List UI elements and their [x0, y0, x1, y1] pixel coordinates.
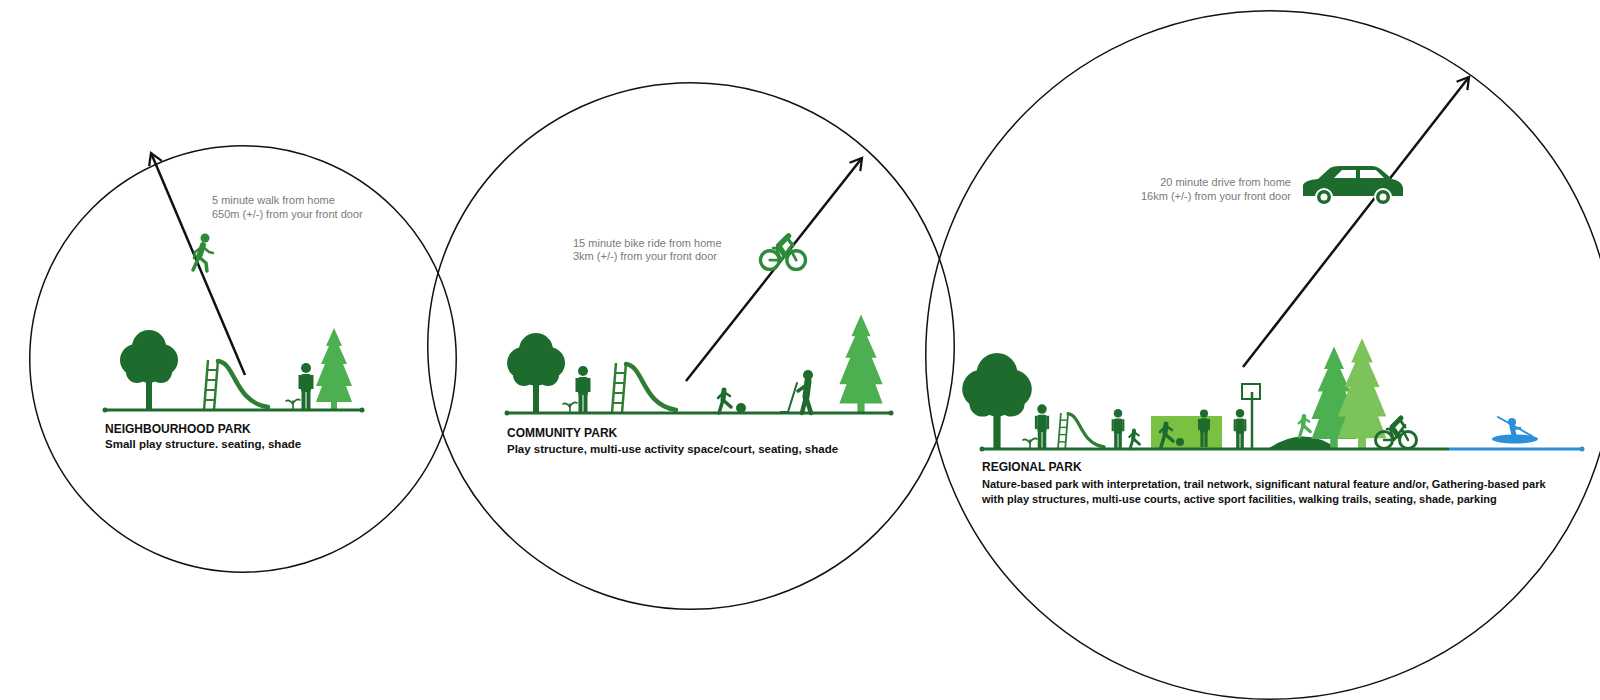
kayaker-figure — [1492, 435, 1538, 444]
travel-time-note: 20 minute drive from home — [1011, 175, 1291, 189]
radius-arrow — [1243, 77, 1469, 367]
kayaker-figure — [1498, 417, 1532, 436]
ground-end — [360, 408, 365, 413]
walker-icon — [199, 245, 203, 257]
hoop-post — [1251, 392, 1254, 449]
play-slide — [612, 363, 676, 413]
travel-distance-note: 3km (+/-) from your front door — [573, 249, 717, 263]
park-radius-circle: 20 minute drive from home16km (+/-) from… — [925, 10, 1600, 700]
pine-tree — [1312, 347, 1357, 450]
ball — [1176, 438, 1184, 446]
cyclist-icon — [760, 224, 805, 269]
child-kicking — [718, 381, 731, 413]
pine-tree — [1338, 338, 1387, 449]
runner-figure — [1299, 408, 1311, 437]
water-end — [1580, 447, 1585, 452]
kayaker-figure — [1513, 428, 1520, 429]
hoop-backboard — [1242, 384, 1260, 399]
water-line — [1449, 448, 1582, 451]
amenity-description: Nature-based park with interpretation, t… — [982, 477, 1567, 507]
pine-tree — [316, 328, 352, 410]
circle-outline — [925, 10, 1600, 700]
pine-tree — [839, 315, 882, 413]
travel-time-note: 5 minute walk from home — [212, 193, 335, 207]
radius-arrow — [686, 158, 862, 381]
park-radius-circle: 5 minute walk from home650m (+/-) from y… — [29, 145, 457, 573]
walker-icon — [193, 234, 213, 272]
plant-sprout — [286, 399, 300, 410]
car-icon — [1321, 194, 1328, 201]
travel-distance-note: 650m (+/-) from your front door — [212, 207, 363, 221]
court-player — [1198, 409, 1210, 447]
amenity-description: Small play structure. seating, shade — [105, 437, 301, 451]
basketball-player — [1234, 409, 1247, 449]
circle-outline-shape — [30, 146, 457, 573]
child-figure — [1129, 423, 1139, 449]
person-figure — [1035, 404, 1049, 449]
travel-distance-note: 16km (+/-) from your front door — [1011, 189, 1291, 203]
play-slide — [1058, 413, 1104, 449]
play-slide — [204, 360, 268, 410]
car-icon — [1316, 189, 1332, 205]
circle-outline — [427, 82, 955, 610]
circle-outline-shape — [428, 83, 955, 610]
park-radius-circle: 15 minute bike ride from home3km (+/-) f… — [427, 82, 955, 610]
car-icon — [1380, 194, 1387, 201]
cyclist-icon — [760, 224, 805, 269]
kayaker-figure — [1492, 417, 1538, 444]
travel-time-note: 15 minute bike ride from home — [573, 236, 722, 250]
walker-icon — [201, 234, 210, 243]
ground-end — [103, 408, 108, 413]
person-figure — [299, 363, 314, 410]
walker-icon — [193, 257, 207, 271]
radius-arrow — [151, 77, 1469, 381]
hockey-player — [781, 370, 813, 413]
park-type-heading: NEIGHBOURHOOD PARK — [105, 422, 251, 436]
kayaker-figure — [1508, 418, 1516, 426]
ground-line — [507, 412, 891, 415]
ground-end — [889, 411, 894, 416]
ground-end — [980, 447, 985, 452]
ground-line — [982, 448, 1449, 451]
park-type-heading: COMMUNITY PARK — [507, 426, 617, 440]
ball — [736, 403, 746, 413]
car-icon — [1334, 170, 1356, 178]
car-icon — [1303, 166, 1403, 196]
deciduous-tree — [962, 353, 1032, 449]
car-icon — [1375, 189, 1391, 205]
car-icon — [1303, 166, 1403, 205]
person-figure — [1112, 409, 1125, 449]
car-icon — [1360, 170, 1384, 178]
community-scene — [505, 315, 894, 416]
court-player — [1160, 415, 1173, 447]
ground-line — [105, 409, 362, 412]
person-figure — [576, 366, 591, 413]
deciduous-tree — [120, 330, 178, 410]
hill-mound — [1268, 437, 1338, 450]
kayaker-figure — [1512, 427, 1514, 435]
park-type-heading: REGIONAL PARK — [982, 460, 1082, 474]
circle-outline-shape — [926, 11, 1600, 700]
deciduous-tree — [507, 333, 565, 413]
cyclist-figure — [1376, 408, 1417, 449]
plant-sprout — [563, 402, 577, 413]
radius-arrow — [151, 153, 245, 375]
neighbourhood-scene — [103, 328, 365, 413]
plant-sprout — [1023, 438, 1037, 449]
sport-court — [1151, 416, 1222, 449]
regional-scene — [962, 338, 1584, 451]
ground-end — [505, 411, 510, 416]
amenity-description: Play structure, multi-use activity space… — [507, 442, 838, 456]
walker-icon — [194, 247, 213, 258]
